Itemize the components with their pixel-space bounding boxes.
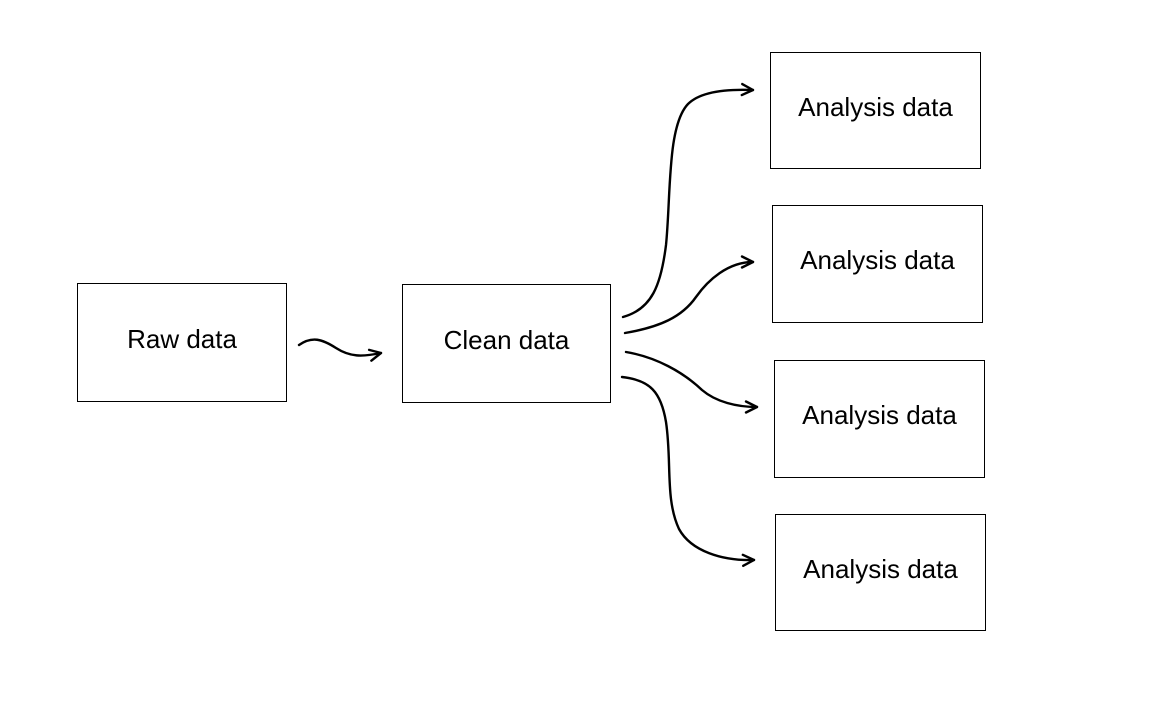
analysis-data-node-1: Analysis data — [770, 52, 981, 169]
arrow-clean-to-analysis-3 — [624, 350, 759, 414]
analysis-data-label-3: Analysis data — [802, 400, 957, 431]
arrow-clean-to-analysis-4 — [620, 375, 756, 568]
analysis-data-node-2: Analysis data — [772, 205, 983, 323]
clean-data-label: Clean data — [443, 324, 570, 355]
analysis-data-label-1: Analysis data — [798, 91, 953, 122]
analysis-data-label-2: Analysis data — [800, 245, 955, 276]
arrow-clean-to-analysis-1 — [621, 82, 755, 319]
arrow-raw-to-clean — [297, 338, 383, 362]
clean-data-node: Clean data — [402, 284, 611, 403]
raw-data-label: Raw data — [127, 323, 237, 354]
arrow-clean-to-analysis-2 — [623, 255, 755, 335]
analysis-data-node-3: Analysis data — [774, 360, 985, 478]
analysis-data-label-4: Analysis data — [803, 553, 958, 584]
raw-data-node: Raw data — [77, 283, 287, 402]
analysis-data-node-4: Analysis data — [775, 514, 986, 631]
